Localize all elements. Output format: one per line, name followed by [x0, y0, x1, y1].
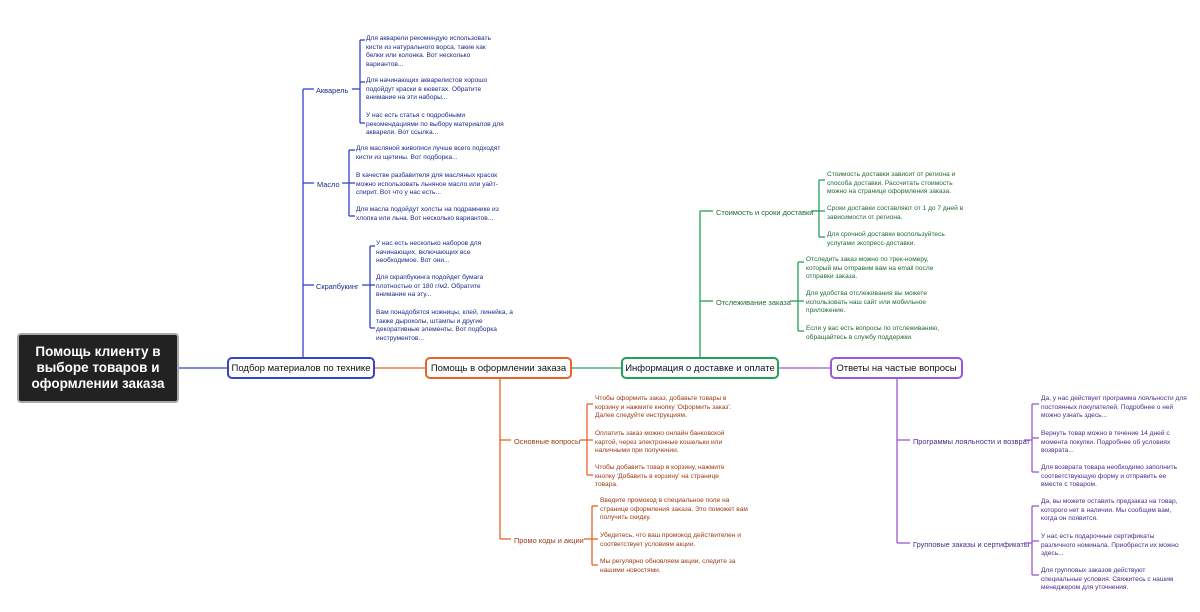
leaf-note: Для срочной доставки воспользуйтесь услу… — [827, 231, 945, 247]
root-title: Помощь клиенту в выборе товаров и оформл… — [31, 344, 165, 391]
subtopic-loyalty-returns[interactable]: Программы лояльности и возврат — [913, 437, 1030, 446]
leaf-note: Вам понадобятся ножницы, клей, линейка, … — [376, 309, 513, 342]
leaf-note: Для групповых заказов действуют специаль… — [1041, 567, 1174, 592]
leaf-note: Для скрапбукинга подойдет бумага плотнос… — [376, 274, 484, 299]
branch-faq[interactable]: Ответы на частые вопросы — [830, 357, 963, 379]
leaf-note: Если у вас есть вопросы по отслеживанию,… — [806, 325, 940, 341]
branch-order[interactable]: Помощь в оформлении заказа — [425, 357, 572, 379]
leaf-note: В качестве разбавителя для масляных крас… — [356, 172, 498, 197]
subtopic-scrapbooking[interactable]: Скрапбукинг — [316, 282, 359, 291]
leaf-note: У нас есть подарочные сертификаты различ… — [1041, 533, 1179, 558]
leaf-note: Отследить заказ можно по трек-номеру, ко… — [806, 256, 934, 281]
subtopic-oil[interactable]: Масло — [317, 180, 340, 189]
leaf-note: Чтобы добавить товар в корзину, нажмите … — [595, 464, 725, 489]
leaf-note: Для удобства отслеживания вы можете испо… — [806, 290, 928, 315]
branch-label: Помощь в оформлении заказа — [430, 362, 567, 374]
branch-label: Ответы на частые вопросы — [836, 362, 957, 374]
leaf-note: Сроки доставки составляют от 1 до 7 дней… — [827, 205, 964, 221]
subtopic-group-orders[interactable]: Групповые заказы и сертификаты — [913, 540, 1030, 549]
root-topic[interactable]: Помощь клиенту в выборе товаров и оформл… — [17, 333, 179, 403]
leaf-note: Для начинающих акварелистов хорошо подой… — [366, 77, 488, 102]
subtopic-order-tracking[interactable]: Отслеживание заказа — [716, 298, 791, 307]
leaf-note: Стоимость доставки зависит от региона и … — [827, 171, 956, 196]
leaf-note: Оплатить заказ можно онлайн банковской к… — [595, 430, 725, 455]
branch-label: Подбор материалов по технике — [231, 362, 371, 374]
branch-label: Информация о доставке и оплате — [625, 362, 775, 374]
leaf-note: Да, вы можете оставить предзаказ на това… — [1041, 498, 1178, 523]
branch-materials[interactable]: Подбор материалов по технике — [227, 357, 375, 379]
leaf-note: Убедитесь, что ваш промокод действителен… — [600, 532, 741, 548]
leaf-note: У нас есть несколько наборов для начинаю… — [376, 240, 482, 265]
leaf-note: Для масляной живописи лучше всего подход… — [356, 145, 501, 161]
leaf-note: Мы регулярно обновляем акции, следите за… — [600, 558, 736, 574]
leaf-note: Для возврата товара необходимо заполнить… — [1041, 464, 1178, 489]
leaf-note: Для акварели рекомендую использовать кис… — [366, 35, 491, 68]
subtopic-basic-questions[interactable]: Основные вопросы — [514, 437, 581, 446]
leaf-note: Вернуть товар можно в течение 14 дней с … — [1041, 430, 1171, 455]
leaf-note: Да, у нас действует программа лояльности… — [1041, 395, 1187, 420]
subtopic-watercolor[interactable]: Акварель — [316, 86, 349, 95]
leaf-note: У нас есть статья с подробными рекоменда… — [366, 112, 504, 137]
subtopic-promo-codes[interactable]: Промо коды и акции — [514, 536, 584, 545]
leaf-note: Для масла подойдут холсты на подрамнике … — [356, 206, 499, 222]
leaf-note: Чтобы оформить заказ, добавьте товары в … — [595, 395, 732, 420]
branch-delivery[interactable]: Информация о доставке и оплате — [621, 357, 779, 379]
subtopic-delivery-cost[interactable]: Стоимость и сроки доставки — [716, 208, 814, 217]
leaf-note: Введите промокод в специальное поле на с… — [600, 497, 748, 522]
